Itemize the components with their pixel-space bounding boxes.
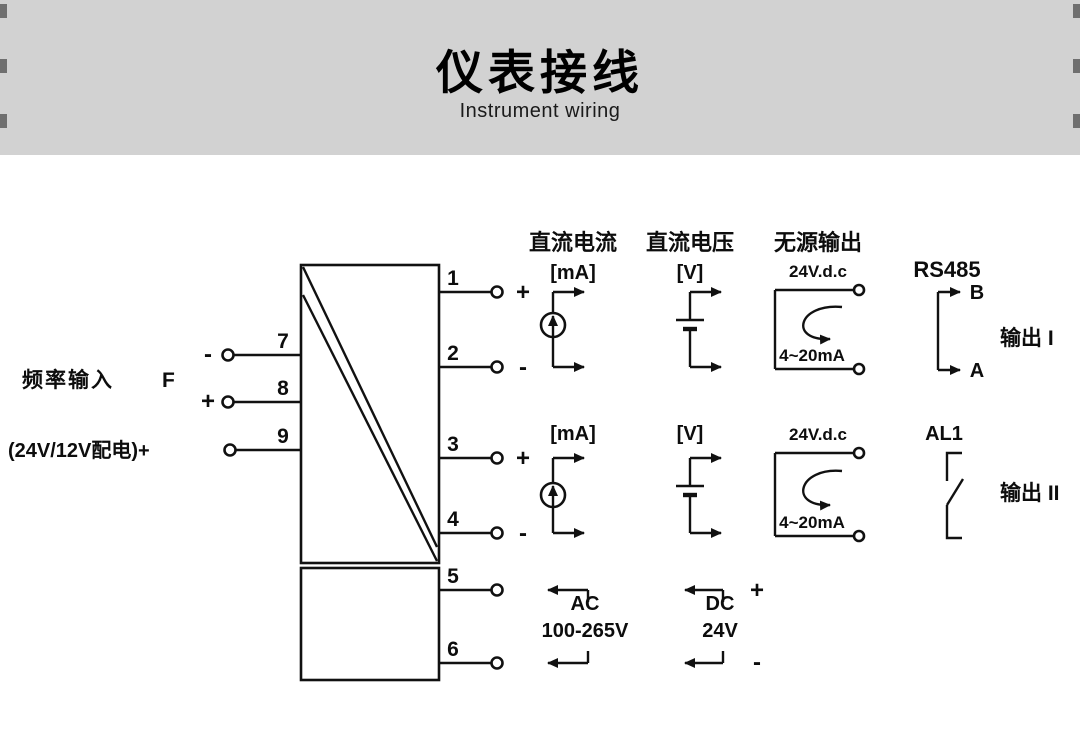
- output1-label: 输出 I: [1000, 326, 1054, 350]
- terminal8-circle: [221, 395, 235, 409]
- terminal1-number: 1: [447, 267, 459, 290]
- relay-contact-blade-icon: [945, 478, 965, 506]
- terminal5-circle: [490, 583, 504, 597]
- dc-plus-polarity: +: [750, 577, 764, 604]
- passive-range-label-2: 4~20mA: [779, 513, 845, 532]
- page-title: 仪表接线: [436, 45, 644, 99]
- dc-minus-polarity: -: [753, 649, 761, 676]
- dc-voltage-option-2: [676, 453, 722, 538]
- current-flow-arrow-icon: [802, 305, 843, 345]
- left-terminals: 频率输入 F - + (24V/12V配电)+ 7 8 9: [8, 330, 301, 462]
- terminal3-number: 3: [447, 433, 459, 456]
- dc-current-option-2: [539, 453, 585, 538]
- terminal2-number: 2: [447, 342, 459, 365]
- terminal2-circle: [490, 360, 504, 374]
- device-body: [299, 263, 441, 682]
- loop-terminal-circle: [852, 362, 866, 376]
- dc-label: DC: [706, 593, 735, 615]
- terminal1-polarity: +: [516, 279, 530, 306]
- row2-headers: [mA] [V] 24V.d.c AL1: [550, 423, 963, 445]
- edge-mark: [1073, 4, 1080, 18]
- terminal7-polarity: -: [204, 341, 212, 368]
- passive-voltage-label: 24V.d.c: [789, 262, 847, 281]
- terminal4-circle: [490, 526, 504, 540]
- terminal3-polarity: +: [516, 445, 530, 472]
- al1-relay-option: 输出 II: [945, 451, 1060, 540]
- passive-voltage-label-2: 24V.d.c: [789, 425, 847, 444]
- isolation-diagonal: [301, 266, 439, 548]
- rs485-line-a-label: A: [970, 360, 984, 382]
- terminal9-circle: [223, 443, 237, 457]
- rs485-line-b-label: B: [970, 282, 984, 304]
- ac-label: AC: [571, 593, 600, 615]
- column-headers: 直流电流 [mA] 直流电压 [V] 无源输出 24V.d.c RS485: [529, 230, 981, 284]
- dc-voltage-unit: [V]: [677, 262, 704, 284]
- terminal7-number: 7: [277, 330, 289, 353]
- dc-current-unit-2: [mA]: [550, 423, 596, 445]
- loop-terminal-circle: [852, 283, 866, 297]
- terminal3-circle: [490, 451, 504, 465]
- current-flow-arrow-icon: [802, 469, 843, 511]
- dc-voltage-option-1: [676, 287, 722, 372]
- terminal8-polarity: +: [201, 388, 215, 415]
- dc-current-header: 直流电流: [529, 230, 617, 255]
- frequency-symbol: F: [162, 369, 177, 392]
- wiring-diagram: 频率输入 F - + (24V/12V配电)+ 7 8 9: [8, 230, 1060, 682]
- terminal2-polarity: -: [519, 354, 527, 381]
- terminal4-number: 4: [447, 508, 459, 531]
- power-distribution-label: (24V/12V配电)+: [8, 439, 150, 462]
- loop-terminal-circle: [852, 446, 866, 460]
- passive-range-label: 4~20mA: [779, 346, 845, 365]
- edge-mark: [0, 114, 7, 128]
- frequency-input-label: 频率输入: [22, 368, 114, 392]
- ac-power: AC 100-265V: [542, 585, 629, 668]
- relay-contact-lead: [945, 451, 962, 481]
- right-terminals: 1 2 3 4 5 6 + - + -: [439, 267, 530, 670]
- ac-range-label: 100-265V: [542, 620, 629, 642]
- dc-current-option-1: [539, 287, 585, 372]
- edge-mark: [1073, 59, 1080, 73]
- passive-output-option-1: 4~20mA: [773, 283, 866, 376]
- rs485-header: RS485: [913, 257, 980, 282]
- dc-power: DC 24V + -: [684, 577, 764, 676]
- device-upper-box: [299, 263, 441, 565]
- passive-output-option-2: 4~20mA: [773, 446, 866, 543]
- edge-mark: [0, 4, 7, 18]
- edge-mark: [1073, 114, 1080, 128]
- passive-output-header: 无源输出: [774, 230, 862, 255]
- al1-label: AL1: [925, 423, 963, 445]
- loop-terminal-circle: [852, 529, 866, 543]
- dc-current-unit: [mA]: [550, 262, 596, 284]
- terminal4-polarity: -: [519, 520, 527, 547]
- isolation-diagonal: [301, 294, 439, 562]
- dc-voltage-header: 直流电压: [646, 230, 734, 255]
- edge-mark: [0, 59, 7, 73]
- terminal8-number: 8: [277, 377, 289, 400]
- terminal7-circle: [221, 348, 235, 362]
- dc-value-label: 24V: [702, 620, 738, 642]
- terminal9-number: 9: [277, 425, 289, 448]
- page-subtitle: Instrument wiring: [459, 100, 621, 123]
- rs485-option: B A 输出 I: [936, 282, 1054, 382]
- terminal5-number: 5: [447, 565, 459, 588]
- device-power-box: [299, 566, 441, 682]
- terminal6-number: 6: [447, 638, 459, 661]
- terminal1-circle: [490, 285, 504, 299]
- relay-contact-lead: [945, 505, 962, 540]
- header-banner: 仪表接线 Instrument wiring: [0, 0, 1080, 155]
- dc-voltage-unit-2: [V]: [677, 423, 704, 445]
- terminal6-circle: [490, 656, 504, 670]
- output2-label: 输出 II: [1000, 481, 1060, 505]
